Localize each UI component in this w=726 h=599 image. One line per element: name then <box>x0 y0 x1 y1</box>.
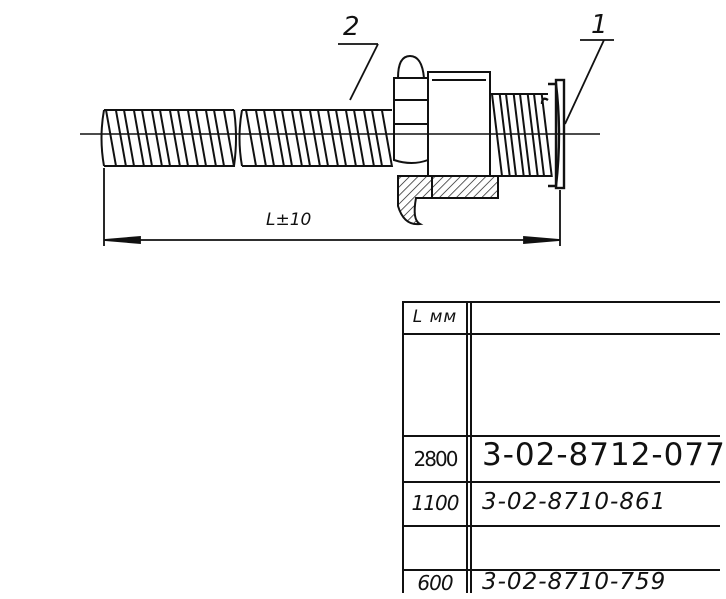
table-row: 1100 3-02-8710-861 <box>404 481 720 527</box>
table-row: 2800 3-02-8712-077 <box>404 435 725 483</box>
specification-table: L мм 2800 3-02-8712-077 1100 3-02-8710-8… <box>402 301 725 595</box>
row-code: 3-02-8712-077 <box>482 437 726 473</box>
header-length-mm: L мм <box>412 307 458 327</box>
callout-number-1: 1 <box>591 10 608 40</box>
threaded-rod-left <box>100 109 237 167</box>
dimension-label: L±10 <box>266 210 312 230</box>
callout-leaders <box>338 39 614 125</box>
screw-assembly-drawing <box>80 39 614 246</box>
table-row: 600 3-02-8710-759 <box>404 569 720 599</box>
table-row <box>404 333 720 437</box>
table-header-row: L мм <box>404 303 720 335</box>
threaded-rod-right <box>238 109 394 167</box>
dimension-line <box>103 168 561 246</box>
row-length: 600 <box>417 571 453 595</box>
coupling <box>397 71 499 226</box>
nut <box>393 54 429 164</box>
end-cap <box>540 78 566 190</box>
row-code: 3-02-8710-759 <box>482 569 667 595</box>
row-code: 3-02-8710-861 <box>482 489 667 515</box>
row-length: 2800 <box>413 447 459 471</box>
table-column-rule <box>470 303 472 593</box>
callout-number-2: 2 <box>343 12 360 42</box>
row-length: 1100 <box>411 491 460 515</box>
table-column-rule <box>466 303 468 593</box>
table-row <box>404 525 720 571</box>
end-thread <box>490 93 553 177</box>
